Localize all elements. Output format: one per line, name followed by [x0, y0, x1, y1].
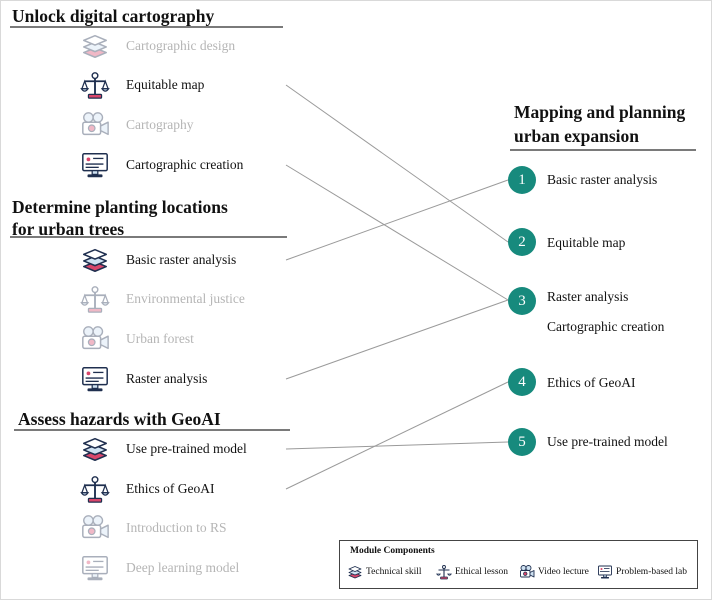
module-item[interactable]: Introduction to RS — [80, 513, 227, 543]
step-label: Raster analysis — [547, 289, 629, 304]
section-title-1: Unlock digital cartography — [12, 6, 215, 26]
step-badge-1: 1 — [508, 166, 536, 194]
legend-title: Module Components — [350, 546, 435, 556]
module-item[interactable]: Environmental justice — [80, 284, 245, 314]
video-lecture-icon — [82, 515, 109, 539]
technical-skill-icon — [83, 437, 107, 461]
module-item[interactable]: Deep learning model — [80, 553, 239, 583]
module-item-label: Raster analysis — [126, 371, 208, 386]
technical-skill-icon — [83, 248, 107, 272]
ethical-lesson-icon — [80, 476, 110, 503]
legend-item-label: Problem-based lab — [616, 567, 687, 577]
step-label: Ethics of GeoAI — [547, 375, 636, 390]
legend-item-label: Ethical lesson — [455, 567, 509, 577]
step-label: Use pre-trained model — [547, 434, 668, 449]
pathway-title: Mapping and planning urban expansion — [514, 102, 686, 146]
problem-based-lab-icon — [82, 556, 108, 581]
step-label: Cartographic creation — [547, 319, 665, 334]
legend-item: Technical skill — [347, 564, 422, 580]
module-item-label: Equitable map — [126, 77, 205, 92]
module-item-label: Urban forest — [126, 331, 194, 346]
module-item[interactable]: Raster analysis — [80, 364, 207, 394]
legend-item: Problem-based lab — [597, 564, 687, 580]
module-item[interactable]: Basic raster analysis — [80, 245, 236, 275]
module-item[interactable]: Ethics of GeoAI — [80, 474, 214, 504]
legend-item: Ethical lesson — [436, 564, 508, 580]
problem-based-lab-icon — [598, 565, 612, 579]
legend-item-label: Video lecture — [538, 567, 589, 577]
problem-based-lab-icon — [82, 367, 108, 392]
module-item[interactable]: Cartographic creation — [80, 150, 243, 180]
section-rule-1 — [10, 26, 283, 28]
step-badge-3: 3 — [508, 287, 536, 315]
module-item-label: Cartographic creation — [126, 157, 244, 172]
video-lecture-icon — [82, 326, 109, 350]
link-basic-raster-analysis — [285, 179, 509, 261]
legend-item-label: Technical skill — [366, 567, 422, 577]
module-item[interactable]: Urban forest — [80, 324, 194, 354]
module-item-label: Cartography — [126, 117, 194, 132]
step-badge-4: 4 — [508, 368, 536, 396]
section-rule-3 — [14, 429, 290, 431]
module-item-label: Introduction to RS — [126, 520, 227, 535]
module-item[interactable]: Cartography — [80, 110, 193, 140]
module-item[interactable]: Use pre-trained model — [80, 434, 247, 464]
video-lecture-icon — [520, 565, 535, 578]
technical-skill-icon — [348, 566, 362, 579]
module-item-label: Deep learning model — [126, 560, 240, 575]
section-title-3: Assess hazards with GeoAI — [18, 409, 221, 429]
step-badge-2: 2 — [508, 228, 536, 256]
link-equitable-map — [285, 84, 509, 243]
step-label: Basic raster analysis — [547, 172, 658, 187]
legend-item: Video lecture — [519, 564, 589, 580]
module-item-label: Environmental justice — [126, 291, 245, 306]
ethical-lesson-icon — [80, 72, 110, 99]
video-lecture-icon — [82, 112, 109, 136]
module-item-label: Use pre-trained model — [126, 441, 247, 456]
module-item[interactable]: Equitable map — [80, 70, 204, 100]
step-badge-5: 5 — [508, 428, 536, 456]
section-rule-2 — [10, 236, 287, 238]
pathway-title-rule — [510, 149, 696, 151]
link-raster-analysis — [285, 299, 509, 380]
module-item[interactable]: Cartographic design — [80, 31, 235, 61]
link-cartographic-creation — [285, 164, 509, 301]
step-label: Equitable map — [547, 235, 626, 250]
ethical-lesson-icon — [436, 565, 452, 580]
legend: Module Components Technical skill Ethica… — [339, 540, 698, 589]
link-use-pretrained-model — [285, 441, 509, 450]
technical-skill-icon — [83, 34, 107, 58]
section-title-2: Determine planting locations for urban t… — [12, 197, 228, 239]
module-item-label: Cartographic design — [126, 38, 236, 53]
link-ethics-of-geoai — [285, 381, 509, 490]
problem-based-lab-icon — [82, 153, 108, 178]
module-item-label: Ethics of GeoAI — [126, 481, 215, 496]
module-item-label: Basic raster analysis — [126, 252, 237, 267]
ethical-lesson-icon — [80, 286, 110, 313]
